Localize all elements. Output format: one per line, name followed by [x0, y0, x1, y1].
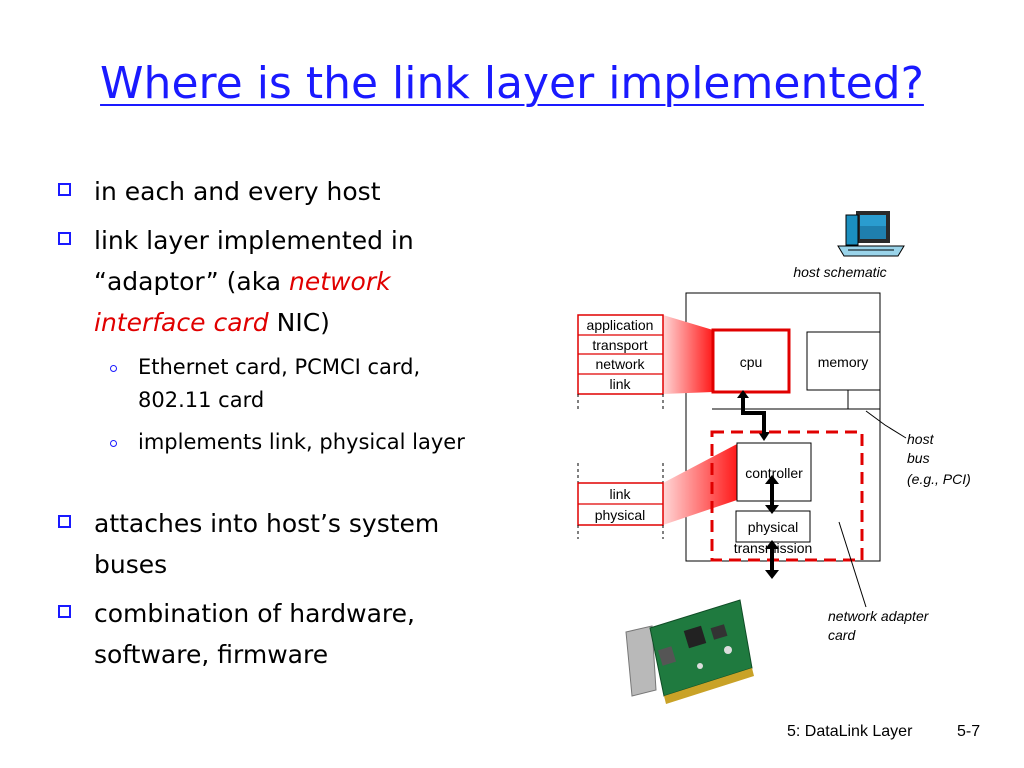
- sub-bullet-text: implements link, physical layer: [138, 430, 465, 454]
- host-bus-label-3: (e.g., PCI): [907, 471, 971, 487]
- footer-page-number: 5-7: [957, 723, 981, 740]
- bullet-text: in each and every host: [94, 177, 381, 206]
- square-bullet-icon: [58, 605, 71, 618]
- adapter-card-outline: [710, 430, 864, 562]
- memory-label: memory: [818, 354, 869, 370]
- computer-icon: [837, 211, 905, 257]
- layer-application: application: [587, 317, 654, 333]
- layer-link-bottom: link: [609, 486, 631, 502]
- layer-link: link: [609, 376, 631, 392]
- host-schematic-label: host schematic: [793, 264, 886, 280]
- host-bus-label-2: bus: [907, 450, 930, 466]
- bullet-text: combination of hardware, software, firmw…: [94, 599, 415, 669]
- network-card-image: [625, 599, 754, 704]
- protocol-stack-top: application transport network link: [577, 314, 664, 409]
- bullet-text-post: NIC): [268, 308, 330, 337]
- controller-label: controller: [745, 465, 803, 481]
- layer-transport: transport: [592, 337, 647, 353]
- memory-box: [806, 331, 881, 391]
- bullet-text-pre: link layer implemented in “adaptor” (aka: [94, 226, 414, 296]
- protocol-stack-bottom: link physical: [577, 463, 664, 539]
- slide-title: Where is the link layer implemented?: [100, 58, 924, 109]
- physical-label: physical: [748, 519, 799, 535]
- cpu-box: [711, 328, 791, 394]
- down-arrow-icon: [765, 505, 779, 514]
- layer-physical: physical: [595, 507, 646, 523]
- cpu-label: cpu: [740, 354, 763, 370]
- down-arrow-icon: [765, 570, 779, 579]
- square-bullet-icon: [58, 232, 71, 245]
- bullet-adaptor: link layer implemented in “adaptor” (aka…: [58, 220, 508, 343]
- adapter-label-1: network adapter: [828, 608, 930, 624]
- square-bullet-icon: [58, 183, 71, 196]
- bullet-buses: attaches into host’s system buses: [58, 503, 508, 585]
- controller-funnel: [663, 444, 737, 525]
- sub-bullet-implements: implements link, physical layer: [110, 426, 490, 459]
- cpu-funnel: [663, 315, 713, 394]
- host-bus-label-1: host: [907, 431, 935, 447]
- physical-box: [735, 510, 811, 543]
- bullet-combination: combination of hardware, software, firmw…: [58, 593, 508, 675]
- up-arrow-icon: [765, 475, 779, 484]
- nic-emphasis: network interface card: [94, 267, 391, 337]
- layer-network: network: [595, 356, 645, 372]
- footer-chapter: 5: DataLink Layer: [787, 723, 913, 740]
- square-bullet-icon: [58, 515, 71, 528]
- bullet-host: in each and every host: [58, 171, 508, 212]
- adapter-label-2: card: [828, 627, 856, 643]
- bullet-text: attaches into host’s system buses: [94, 509, 440, 579]
- circle-bullet-icon: [110, 440, 117, 447]
- circle-bullet-icon: [110, 365, 117, 372]
- bullet-text: link layer implemented in “adaptor” (aka…: [94, 220, 508, 343]
- sub-bullet-cards: Ethernet card, PCMCI card, 802.11 card: [110, 351, 490, 417]
- up-arrow-icon: [765, 540, 779, 549]
- cpu-controller-link: [741, 393, 766, 436]
- sub-bullet-text: Ethernet card, PCMCI card, 802.11 card: [138, 355, 421, 412]
